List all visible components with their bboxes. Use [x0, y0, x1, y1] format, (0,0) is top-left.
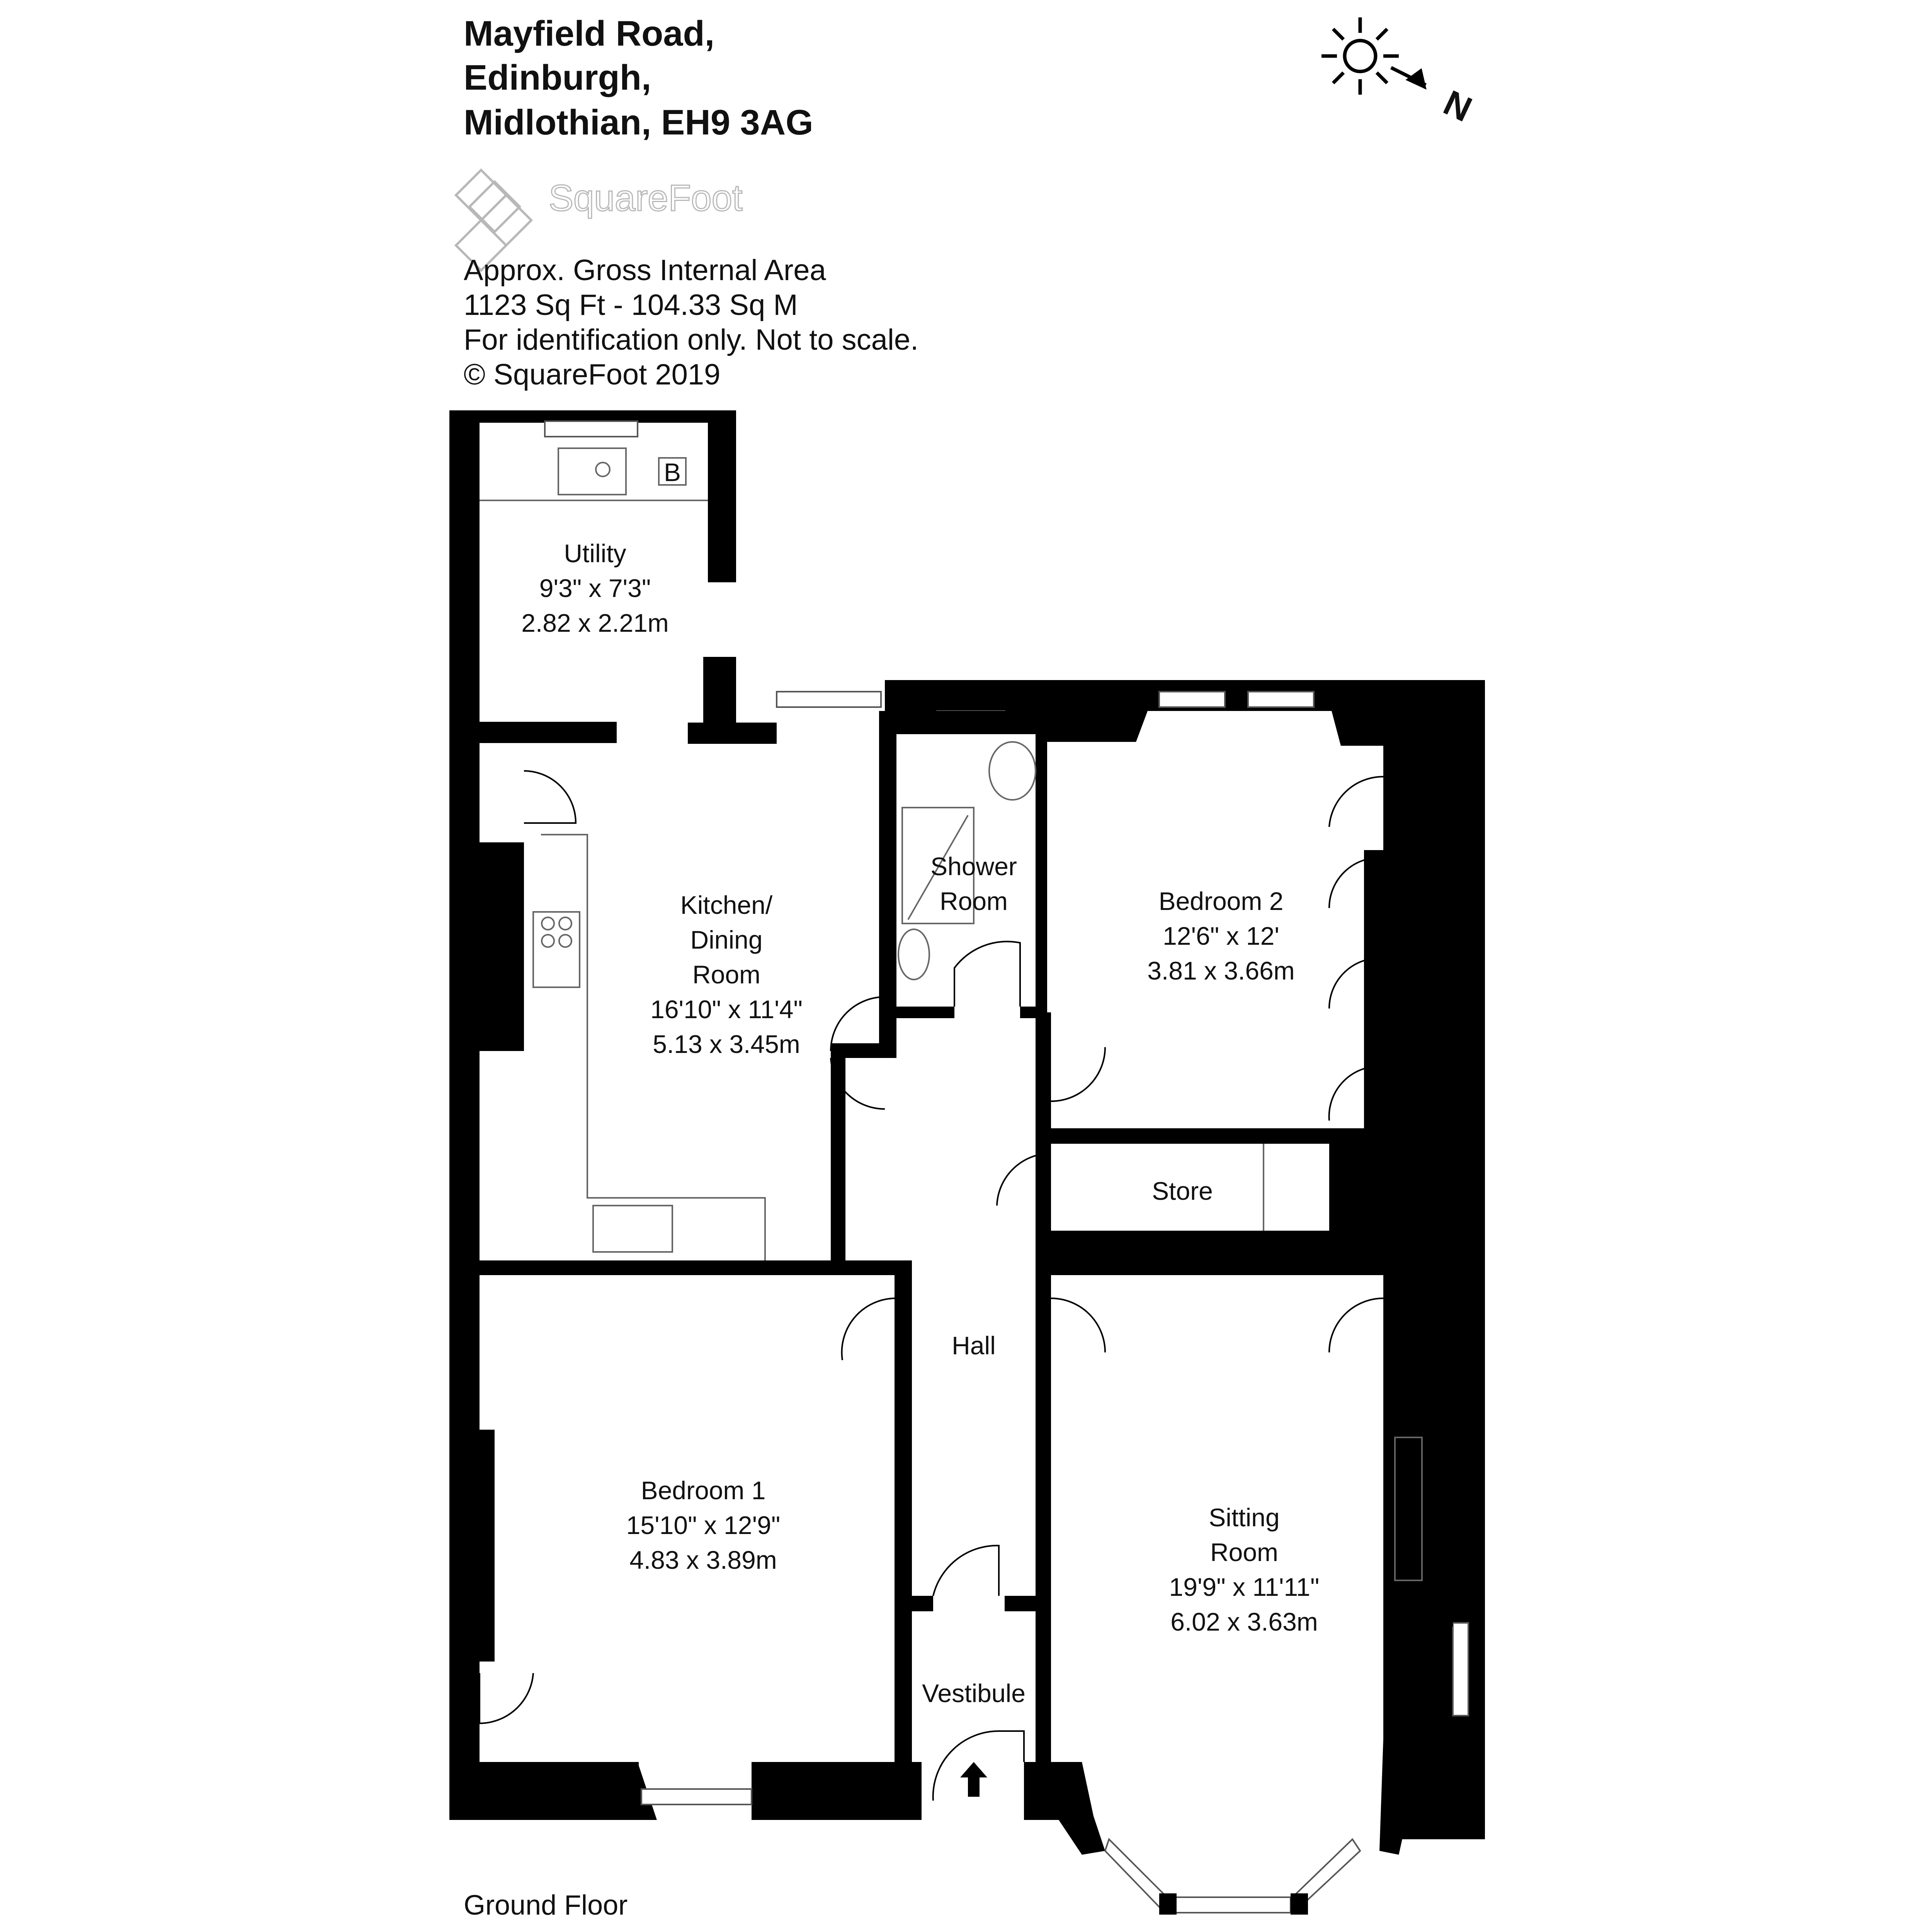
shower-name-1: Shower	[930, 852, 1017, 881]
kitchen-metric: 5.13 x 3.45m	[653, 1030, 800, 1058]
north-arrow-icon	[1405, 68, 1427, 90]
sitting-imperial: 19'9" x 11'11"	[1169, 1573, 1320, 1601]
vestibule-name: Vestibule	[922, 1679, 1026, 1708]
room-bedroom-1: Bedroom 1 15'10" x 12'9" 4.83 x 3.89m	[626, 1476, 781, 1574]
utility-metric: 2.82 x 2.21m	[521, 609, 669, 637]
toilet-icon	[988, 741, 1036, 801]
floor-label: Ground Floor	[464, 1890, 628, 1921]
utility-name: Utility	[564, 539, 626, 568]
boiler-icon	[658, 457, 687, 486]
north-label: N	[1438, 83, 1478, 129]
hob-icon	[532, 911, 580, 988]
shower-name-2: Room	[940, 887, 1008, 915]
kitchen-name-3: Room	[692, 960, 760, 989]
sitting-metric: 6.02 x 3.63m	[1170, 1607, 1318, 1636]
room-utility: Utility 9'3" x 7'3" 2.82 x 2.21m	[521, 539, 669, 637]
sitting-name-1: Sitting	[1209, 1503, 1279, 1532]
squarefoot-logo-icon	[454, 168, 533, 272]
store-name: Store	[1152, 1177, 1213, 1205]
bedroom2-metric: 3.81 x 3.66m	[1147, 956, 1295, 985]
hall-name: Hall	[952, 1331, 996, 1360]
shower-tray-icon	[901, 807, 975, 924]
room-bedroom-2: Bedroom 2 12'6" x 12' 3.81 x 3.66m	[1147, 887, 1295, 985]
address-line-1: Mayfield Road,	[464, 14, 714, 53]
sun-north-icon	[1321, 17, 1427, 95]
kitchen-sink-icon	[592, 1205, 673, 1253]
doors	[479, 770, 1384, 1801]
area-value: 1123 Sq Ft - 104.33 Sq M	[464, 289, 798, 321]
utility-imperial: 9'3" x 7'3"	[539, 574, 651, 602]
boiler-label: B	[664, 458, 681, 486]
address-line-2: Edinburgh,	[464, 58, 651, 97]
disclaimer: For identification only. Not to scale.	[464, 323, 918, 356]
room-kitchen: Kitchen/ Dining Room 16'10" x 11'4" 5.13…	[650, 891, 803, 1058]
compass: N	[1321, 17, 1478, 129]
entrance-arrow-icon	[960, 1762, 987, 1797]
kitchen-name-1: Kitchen/	[680, 891, 773, 919]
bedroom2-name: Bedroom 2	[1159, 887, 1284, 915]
address-line-3: Midlothian, EH9 3AG	[464, 103, 813, 142]
room-sitting: Sitting Room 19'9" x 11'11" 6.02 x 3.63m	[1169, 1503, 1320, 1636]
bedroom1-name: Bedroom 1	[641, 1476, 766, 1505]
area-title: Approx. Gross Internal Area	[464, 254, 827, 287]
kitchen-imperial: 16'10" x 11'4"	[650, 995, 803, 1024]
room-shower: Shower Room	[930, 852, 1017, 915]
bedroom1-imperial: 15'10" x 12'9"	[626, 1511, 781, 1539]
utility-sink-icon	[558, 447, 627, 495]
squarefoot-logo-text: SquareFoot	[549, 177, 743, 219]
squarefoot-logo: SquareFoot	[454, 168, 743, 272]
kitchen-name-2: Dining	[690, 925, 762, 954]
bedroom2-imperial: 12'6" x 12'	[1163, 922, 1279, 950]
bedroom1-metric: 4.83 x 3.89m	[629, 1546, 777, 1574]
walls	[449, 410, 1485, 1915]
sitting-name-2: Room	[1210, 1538, 1278, 1566]
fittings: B	[480, 447, 1423, 1581]
copyright: © SquareFoot 2019	[464, 358, 720, 391]
fireplace-icon	[1394, 1437, 1423, 1581]
basin-icon	[898, 929, 930, 980]
